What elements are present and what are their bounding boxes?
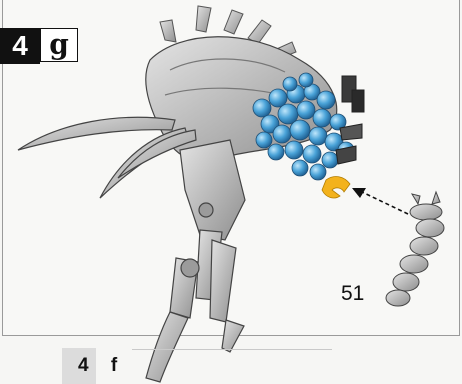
torso-and-limbs (146, 140, 245, 382)
scything-blades (18, 117, 196, 198)
next-step-letter: f (96, 348, 132, 384)
part-number-label: 51 (341, 282, 364, 306)
step-letter-badge: g (40, 28, 78, 62)
part-51-piece (386, 192, 444, 306)
step-number-badge: 4 (0, 28, 40, 64)
next-step-rule (132, 349, 332, 350)
next-step-number: 4 (78, 355, 89, 377)
target-slot-highlight (322, 177, 350, 198)
insert-arrow (352, 188, 408, 214)
